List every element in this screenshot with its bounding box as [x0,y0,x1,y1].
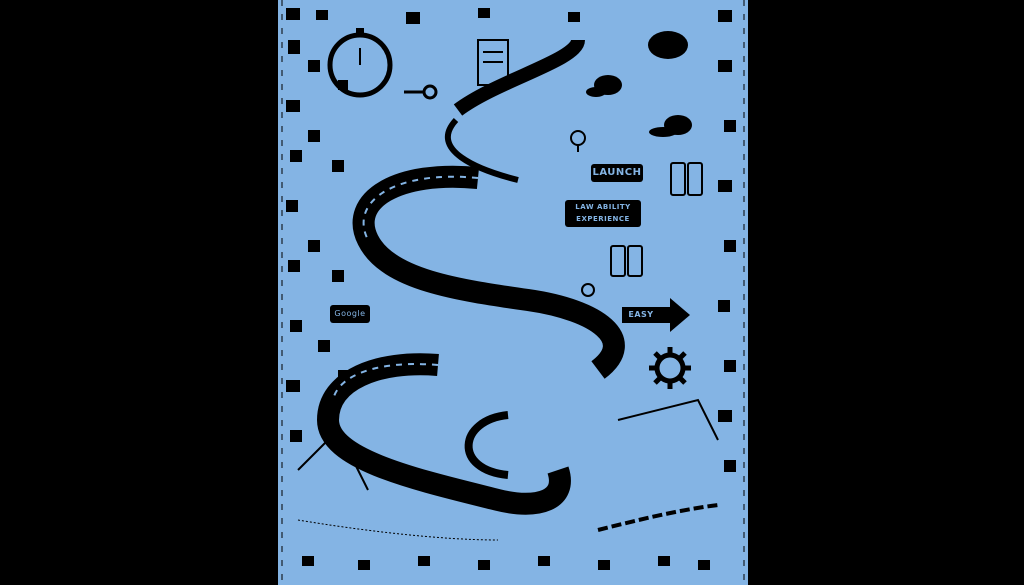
key-icon [404,84,438,100]
gear-icon [649,347,691,389]
checker-border [286,8,736,570]
location-pin-icon [581,283,595,297]
road-lower [316,353,571,515]
easy-text: EASY [628,310,654,319]
experience-line1: LAW ABILITY [575,203,631,211]
google-text: Google [334,309,366,318]
document-icon [477,39,509,86]
stopwatch-icon [327,28,393,98]
google-label: Google [330,305,370,323]
road-top [453,38,585,116]
experience-line2: EXPERIENCE [576,215,630,223]
road-middle [352,165,625,379]
launch-label: LAUNCH [591,164,643,182]
lightbulb-icon [570,130,586,152]
launch-text: LAUNCH [592,167,642,178]
phone-icon [610,162,703,277]
road-illustration [281,0,745,585]
illustration-canvas: LAUNCH LAW ABILITY EXPERIENCE EASY Googl… [278,0,748,585]
easy-label: EASY [623,309,659,321]
experience-label: LAW ABILITY EXPERIENCE [565,200,641,227]
cloud-icon [586,31,692,137]
